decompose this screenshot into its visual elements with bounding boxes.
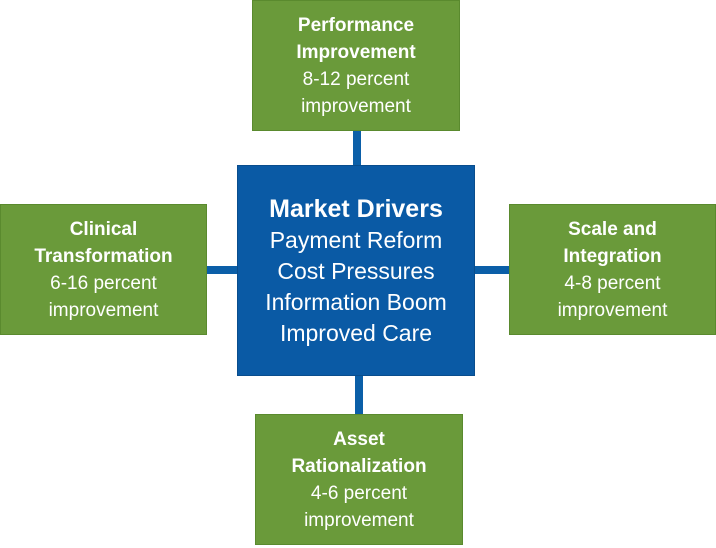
market-driver-item: Information Boom [265,288,447,315]
scale-and-integration-title: Scale and Integration [563,218,662,267]
performance-improvement-desc: 8-12 percent improvement [301,68,411,117]
market-drivers-box: Market Drivers Payment Reform Cost Press… [237,165,475,376]
market-driver-item: Cost Pressures [277,257,435,284]
performance-improvement-title: Performance Improvement [296,14,416,63]
clinical-transformation-box: Clinical Transformation 6-16 percent imp… [0,204,207,335]
market-driver-item: Improved Care [279,319,433,346]
connector-right [474,266,510,274]
connector-left [207,266,238,274]
asset-rationalization-title: Asset Rationalization [291,428,427,477]
clinical-transformation-title: Clinical Transformation [34,218,173,267]
asset-rationalization-desc: 4-6 percent improvement [304,482,414,531]
clinical-transformation-desc: 6-16 percent improvement [48,272,159,321]
market-driver-item: Payment Reform [269,226,443,253]
market-drivers-title: Market Drivers [269,194,443,223]
asset-rationalization-box: Asset Rationalization 4-6 percent improv… [255,414,463,545]
connector-bottom [355,375,363,415]
performance-improvement-box: Performance Improvement 8-12 percent imp… [252,0,460,131]
scale-and-integration-desc: 4-8 percent improvement [557,272,668,321]
scale-and-integration-box: Scale and Integration 4-8 percent improv… [509,204,716,335]
connector-top [353,130,361,166]
